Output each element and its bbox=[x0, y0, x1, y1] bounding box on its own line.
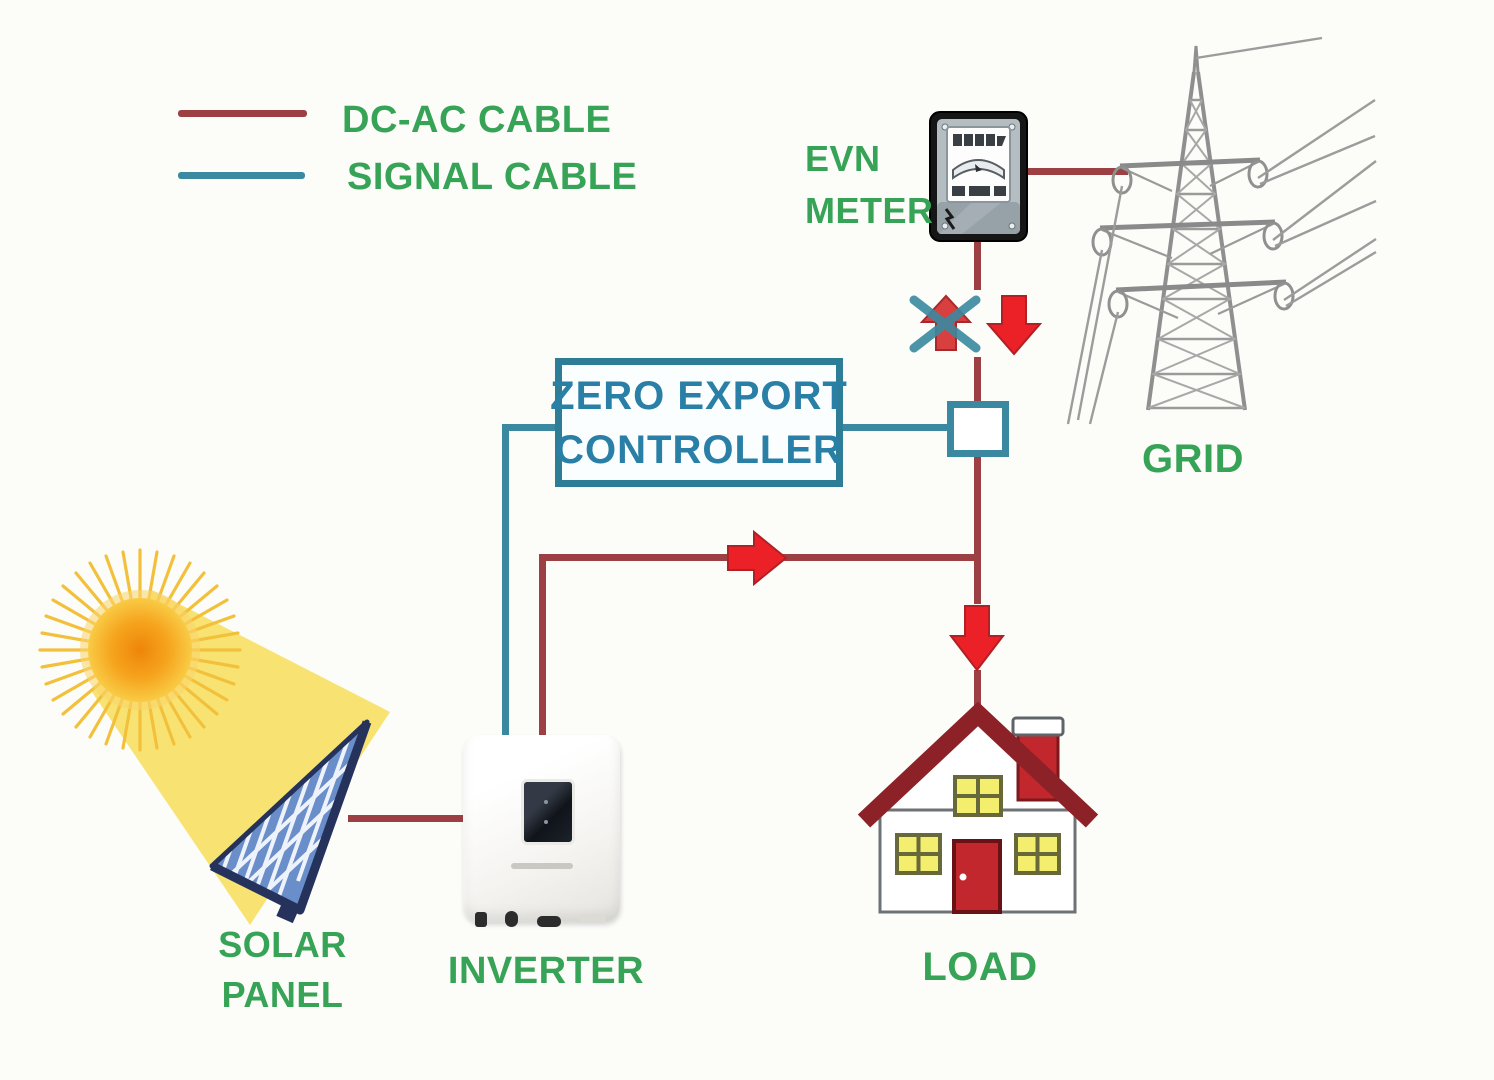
sun-icon bbox=[38, 548, 242, 752]
evn-meter-label-line1: EVN bbox=[805, 138, 881, 179]
zero-export-controller-box: ZERO EXPORT CONTROLLER bbox=[550, 358, 847, 487]
evn-meter-label-line2: METER bbox=[805, 190, 934, 232]
solar-panel-label: SOLAR PANEL bbox=[195, 920, 370, 1021]
evn-meter-label: EVN METER bbox=[805, 133, 934, 237]
solar-panel-icon bbox=[209, 719, 372, 924]
inverter-brand-mark bbox=[511, 863, 573, 869]
junction-box bbox=[947, 401, 1009, 457]
cable-inverter-up bbox=[539, 556, 546, 738]
cable-junction-to-load bbox=[974, 454, 981, 604]
flow-arrow-down-grid-icon bbox=[985, 295, 1043, 356]
cable-arrow-to-house bbox=[974, 670, 981, 717]
cable-meter-down-lower bbox=[974, 357, 981, 404]
legend-signal-line bbox=[178, 172, 305, 179]
inverter-icon bbox=[463, 735, 620, 927]
legend-signal-label: SIGNAL CABLE bbox=[347, 156, 638, 198]
cable-panel-to-inverter bbox=[348, 815, 463, 822]
house-door bbox=[952, 839, 1002, 914]
evn-meter-icon bbox=[929, 111, 1028, 242]
no-export-icon bbox=[909, 294, 981, 353]
load-label: LOAD bbox=[922, 945, 1038, 989]
solar-panel-label-line1: SOLAR bbox=[218, 924, 347, 965]
house-gable-window bbox=[953, 775, 1003, 817]
legend-dcac-line bbox=[178, 110, 307, 117]
house-icon bbox=[857, 701, 1099, 914]
flow-arrow-down-load-icon bbox=[948, 605, 1006, 672]
inverter-screen bbox=[521, 779, 575, 845]
signal-controller-left-stub bbox=[505, 424, 555, 431]
flow-arrow-right-icon bbox=[727, 529, 788, 587]
controller-label-line2: CONTROLLER bbox=[555, 427, 843, 472]
inverter-label: INVERTER bbox=[447, 950, 645, 992]
signal-controller-to-junction bbox=[843, 424, 947, 431]
legend-dcac-label: DC-AC CABLE bbox=[342, 99, 612, 141]
cable-meter-down-upper bbox=[974, 241, 981, 290]
inverter-vent bbox=[578, 914, 606, 923]
solar-panel-group bbox=[38, 548, 390, 925]
house-right-window bbox=[1014, 833, 1061, 875]
signal-controller-to-inverter bbox=[502, 424, 509, 739]
grid-tower-icon bbox=[1066, 36, 1377, 425]
cable-meter-to-grid bbox=[1027, 168, 1128, 175]
grid-label: GRID bbox=[1142, 437, 1244, 481]
house-left-window bbox=[895, 833, 942, 875]
controller-label-line1: ZERO EXPORT bbox=[550, 373, 848, 418]
solar-panel-label-line2: PANEL bbox=[221, 974, 344, 1016]
